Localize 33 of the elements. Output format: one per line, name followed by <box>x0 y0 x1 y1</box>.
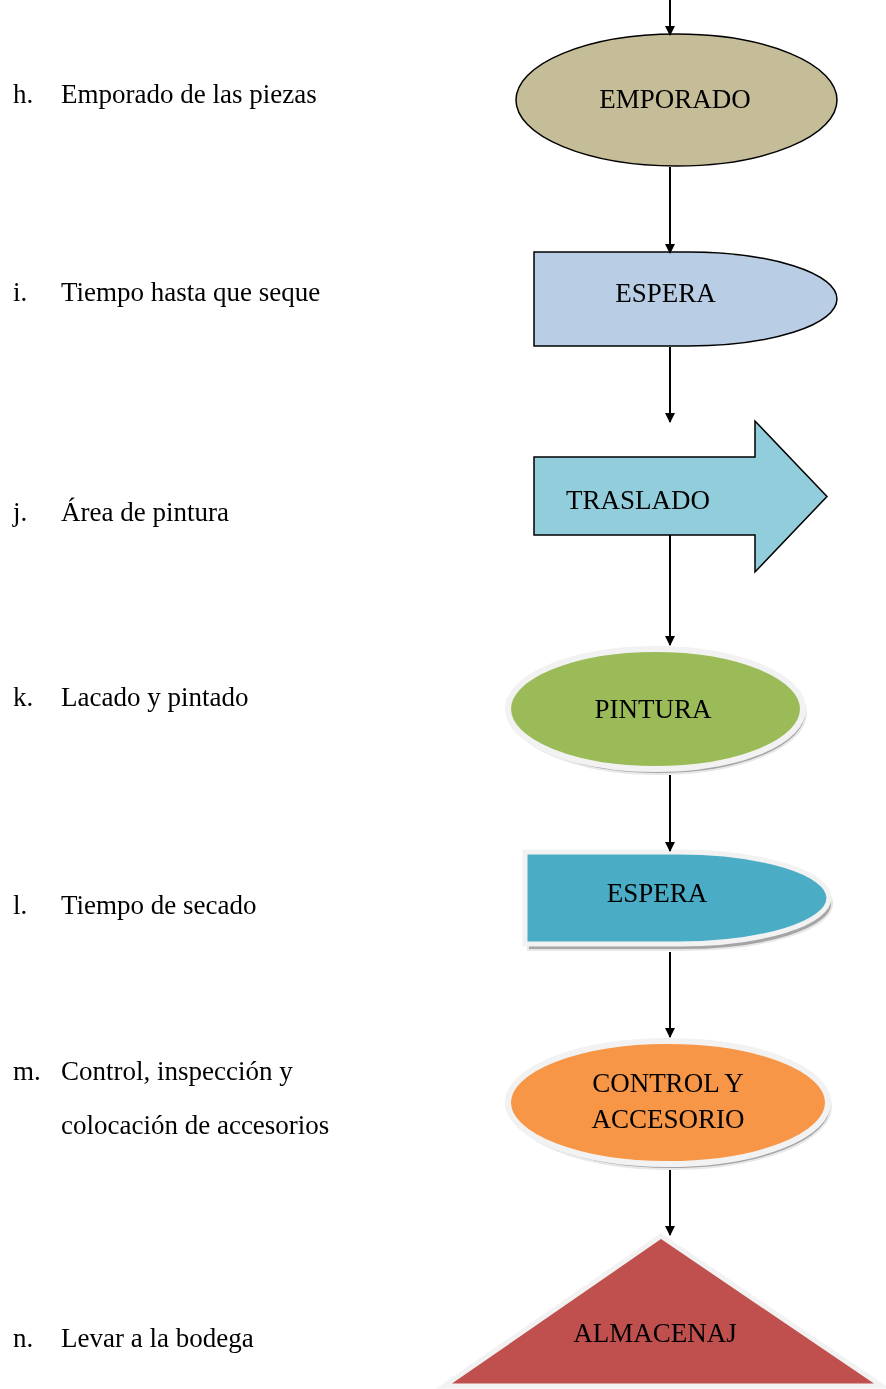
step-description: Control, inspección y colocación de accesorios <box>61 1055 331 1142</box>
node-label: TRASLADO <box>565 484 711 517</box>
step-description: Levar a la bodega <box>61 1322 255 1355</box>
process-ellipse <box>503 1035 833 1170</box>
step-description: Tiempo de secado <box>61 889 258 922</box>
arrow <box>665 774 675 852</box>
list-marker: i. <box>13 276 29 309</box>
arrow <box>665 0 675 36</box>
list-marker: m. <box>13 1055 42 1088</box>
arrow <box>665 951 675 1038</box>
process-ellipse <box>503 643 808 775</box>
delay-shape <box>522 849 833 952</box>
list-marker: n. <box>13 1322 35 1355</box>
list-marker: h. <box>13 78 35 111</box>
arrow <box>665 1169 675 1236</box>
arrow <box>665 534 675 646</box>
node-label: EMPORADO <box>598 83 752 116</box>
step-description: Tiempo hasta que seque <box>61 276 322 309</box>
node-label: ESPERA <box>614 277 717 310</box>
list-marker: k. <box>13 681 35 714</box>
arrow <box>665 166 675 254</box>
node-label: PINTURA <box>593 693 713 726</box>
delay-shape <box>533 251 838 347</box>
list-marker: l. <box>13 889 29 922</box>
transport-arrow-shape <box>533 420 828 573</box>
step-description: Lacado y pintado <box>61 681 250 714</box>
step-description: Emporado de las piezas <box>61 78 318 111</box>
list-marker: j. <box>13 496 29 529</box>
step-description: Área de pintura <box>61 496 230 529</box>
node-label: CONTROL Y ACCESORIO <box>590 1067 746 1136</box>
node-label: ESPERA <box>605 877 709 910</box>
process-ellipse <box>515 33 838 167</box>
arrow <box>665 346 675 423</box>
